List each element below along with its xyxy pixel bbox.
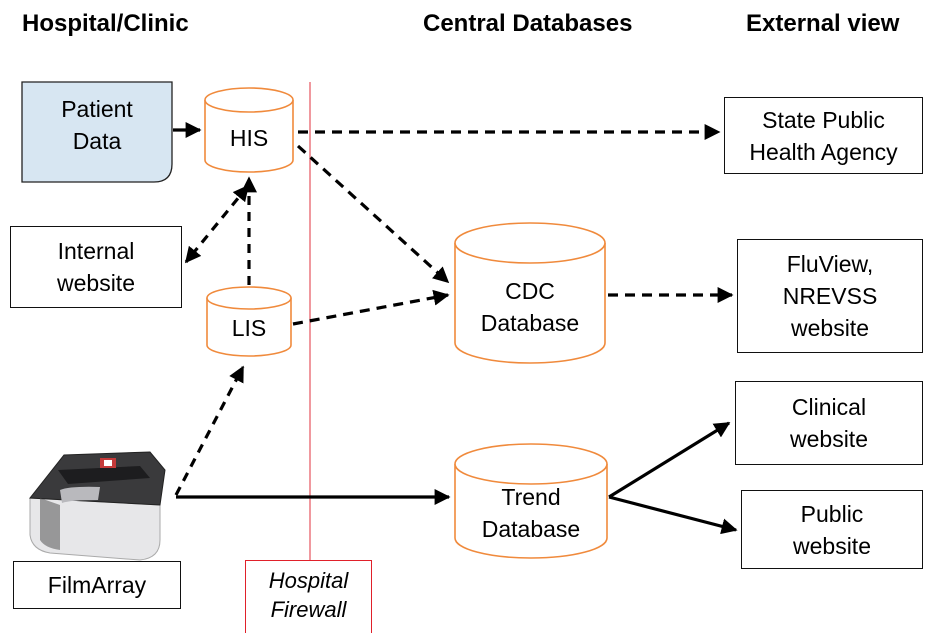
edge-his-internal <box>184 184 250 264</box>
patient-data-label: Patient Data <box>61 96 133 154</box>
header-external-view: External view <box>746 10 900 37</box>
trend-database-label: Trend Database <box>481 484 581 542</box>
edge-trend-to-public <box>608 495 738 535</box>
header-hospital-clinic: Hospital/Clinic <box>22 10 189 37</box>
edge-trend-to-clinical <box>608 421 731 499</box>
public-website-box[interactable]: Public website <box>741 490 923 569</box>
filmarray-device-image <box>29 451 166 561</box>
his-label: HIS <box>229 125 269 151</box>
his-cylinder[interactable] <box>204 87 294 173</box>
lis-cylinder[interactable] <box>206 286 292 357</box>
hospital-firewall-label: Hospital Firewall <box>245 560 372 633</box>
edge-lis-to-cdc <box>292 289 450 326</box>
patient-data-box[interactable] <box>21 81 173 183</box>
internal-website-box[interactable]: Internal website <box>10 226 182 308</box>
trend-database-cylinder[interactable] <box>454 443 608 559</box>
cdc-database-label: CDC Database <box>480 278 580 336</box>
clinical-website-box[interactable]: Clinical website <box>735 381 923 465</box>
fluview-nrevss-website-box[interactable]: FluView, NREVSS website <box>737 239 923 353</box>
cdc-database-cylinder[interactable] <box>454 222 606 364</box>
filmarray-box[interactable]: FilmArray <box>13 561 181 609</box>
lis-label: LIS <box>231 315 267 341</box>
state-public-health-agency-box[interactable]: State Public Health Agency <box>724 97 923 174</box>
edge-his-to-cdc <box>296 144 450 284</box>
edge-filmarray-to-lis <box>174 365 245 496</box>
header-central-databases: Central Databases <box>423 10 633 37</box>
